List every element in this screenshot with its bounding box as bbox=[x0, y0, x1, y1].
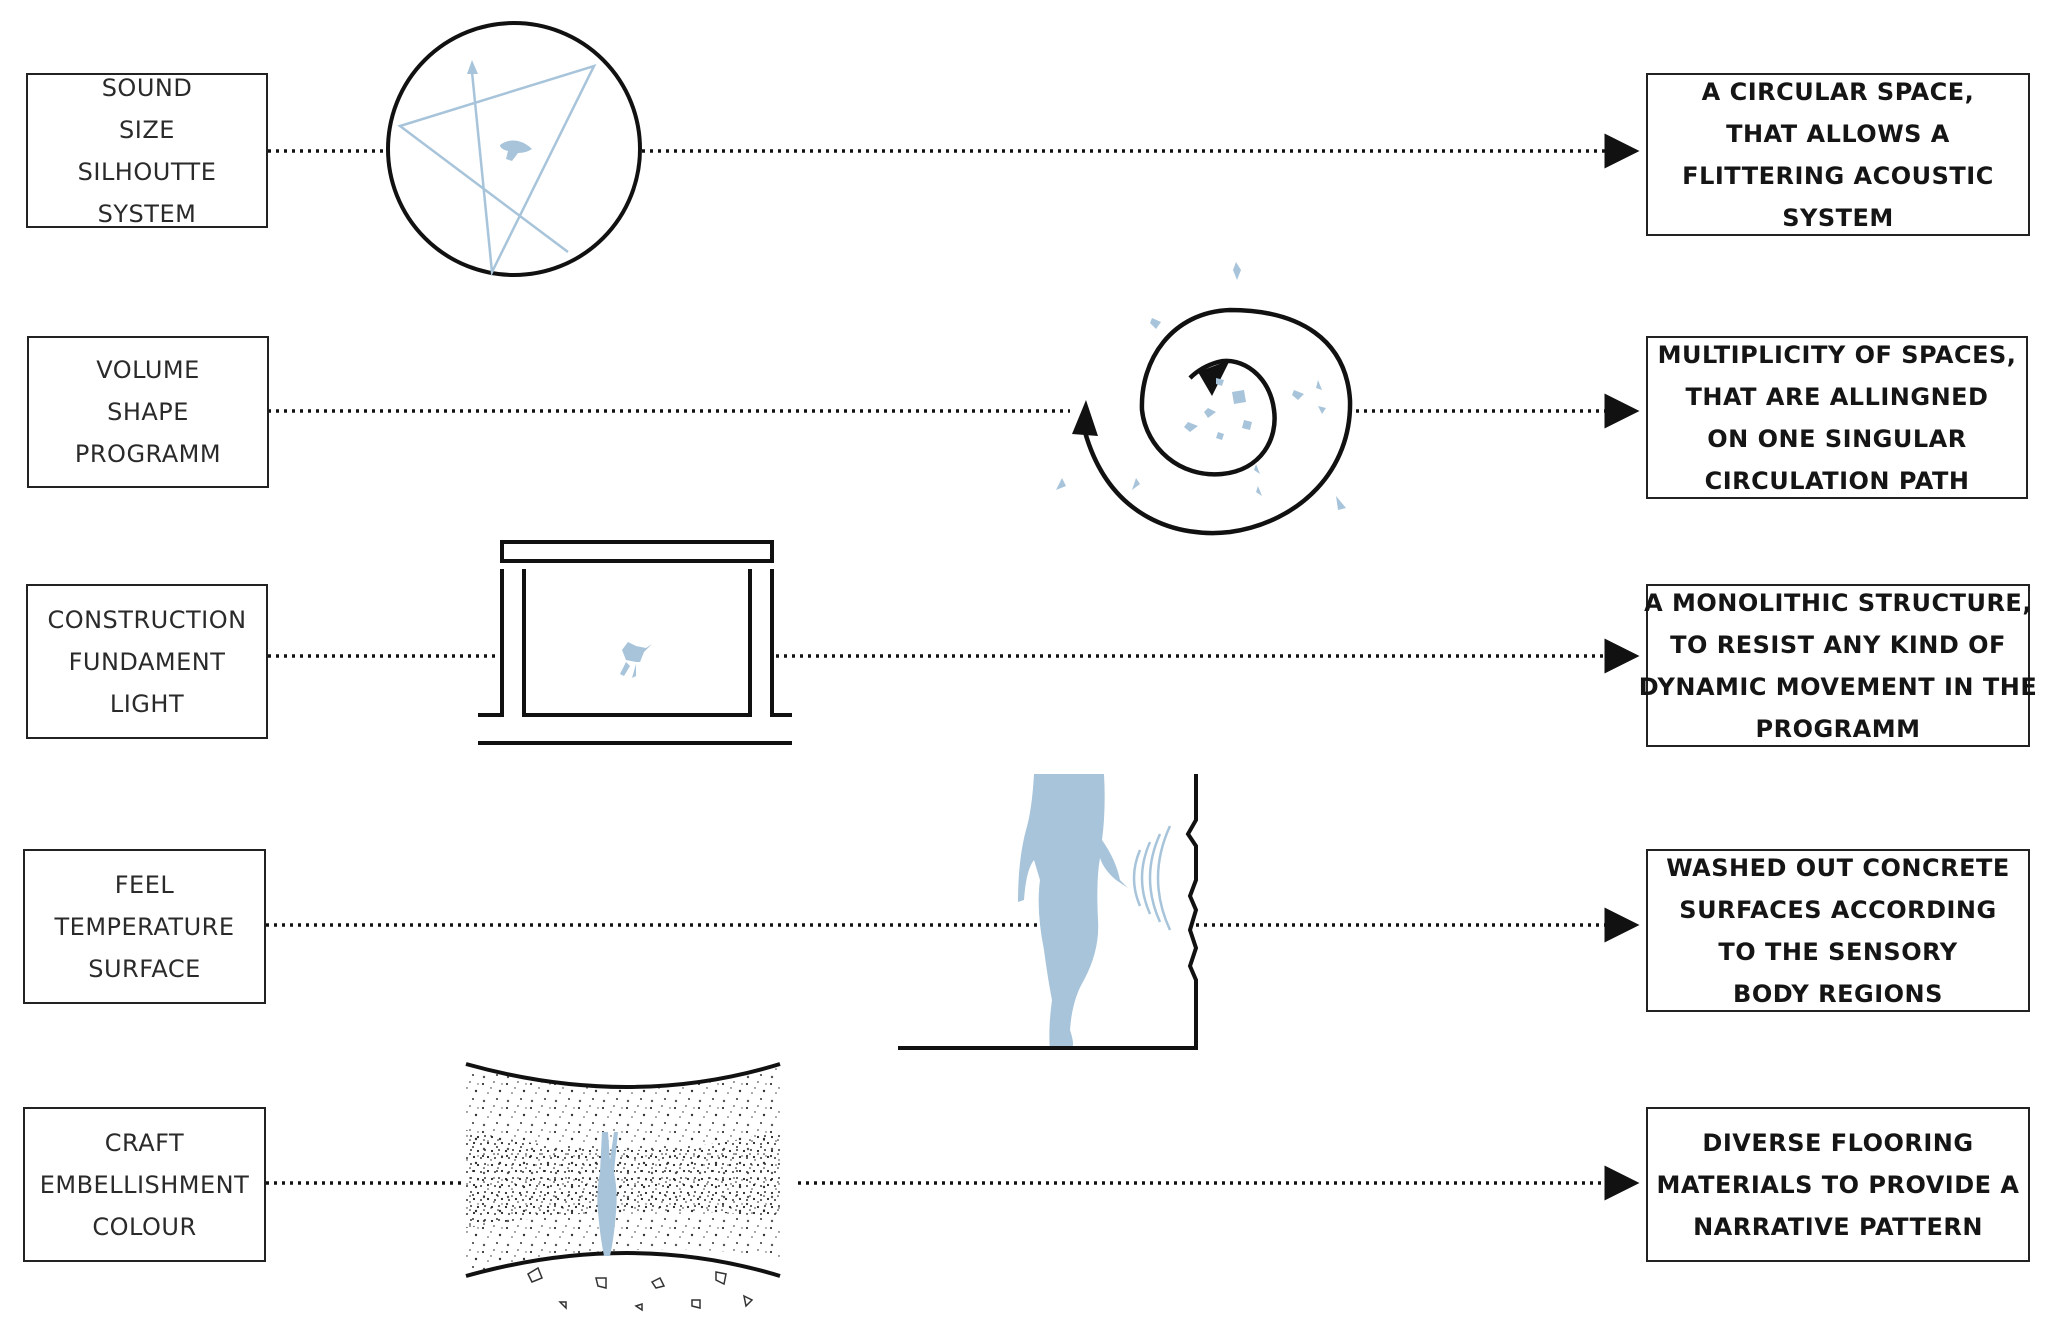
spiral-illustration bbox=[1056, 262, 1353, 536]
row2-description-line: CIRCULATION PATH bbox=[1704, 466, 1970, 495]
row2-label-box: VOLUME SHAPE PROGRAMM bbox=[27, 336, 269, 488]
row5-label-box: CRAFT EMBELLISHMENT COLOUR bbox=[23, 1107, 266, 1262]
row4-label-line: SURFACE bbox=[88, 954, 201, 983]
monolithic-structure-illustration bbox=[478, 540, 792, 745]
row5-label-line: COLOUR bbox=[92, 1212, 197, 1241]
row1-description-line: THAT ALLOWS A bbox=[1726, 119, 1950, 148]
row1-description-line: SYSTEM bbox=[1782, 203, 1894, 232]
row1-label-line: SOUND bbox=[101, 73, 193, 102]
row1-label-line: SYSTEM bbox=[97, 199, 197, 228]
row3-label-line: CONSTRUCTION bbox=[47, 605, 247, 634]
textured-space-illustration bbox=[465, 1062, 781, 1312]
row4-label-line: TEMPERATURE bbox=[54, 912, 235, 941]
row4-label-box: FEEL TEMPERATURE SURFACE bbox=[23, 849, 266, 1004]
row3-description-box: A MONOLITHIC STRUCTURE, TO RESIST ANY KI… bbox=[1639, 584, 2037, 747]
row3-label-box: CONSTRUCTION FUNDAMENT LIGHT bbox=[26, 584, 268, 739]
row2-description-line: ON ONE SINGULAR bbox=[1707, 424, 1967, 453]
row3-description-line: PROGRAMM bbox=[1755, 714, 1921, 743]
row5-label-line: CRAFT bbox=[104, 1128, 185, 1157]
row3-label-line: FUNDAMENT bbox=[68, 647, 226, 676]
row2-label-line: VOLUME bbox=[96, 356, 200, 384]
figure-wall-illustration bbox=[898, 774, 1199, 1050]
row2-description-line: MULTIPLICITY OF SPACES, bbox=[1657, 340, 2017, 369]
row4-label-line: FEEL bbox=[114, 870, 175, 899]
row4-description-line: SURFACES ACCORDING bbox=[1679, 895, 1997, 924]
row1-description-line: FLITTERING ACOUSTIC bbox=[1682, 161, 1994, 190]
row5-description-line: MATERIALS TO PROVIDE A bbox=[1656, 1170, 2020, 1199]
row4-description-box: WASHED OUT CONCRETE SURFACES ACCORDING T… bbox=[1646, 849, 2030, 1012]
row5-description-line: DIVERSE FLOORING bbox=[1702, 1128, 1974, 1157]
row3-label-line: LIGHT bbox=[109, 689, 185, 718]
row3-description-line: TO RESIST ANY KIND OF bbox=[1670, 630, 2006, 659]
row3-description-line: A MONOLITHIC STRUCTURE, bbox=[1644, 588, 2032, 617]
row1-label-line: SIZE bbox=[119, 115, 175, 144]
row4-description-line: BODY REGIONS bbox=[1733, 979, 1943, 1008]
row3-description-line: DYNAMIC MOVEMENT IN THE bbox=[1638, 672, 2038, 701]
row5-description-line: NARRATIVE PATTERN bbox=[1693, 1212, 1983, 1241]
row4-description-line: WASHED OUT CONCRETE bbox=[1666, 853, 2010, 882]
row5-label-line: EMBELLISHMENT bbox=[39, 1170, 250, 1199]
row2-label-line: PROGRAMM bbox=[74, 440, 222, 468]
row5-description-box: DIVERSE FLOORING MATERIALS TO PROVIDE A … bbox=[1646, 1107, 2030, 1262]
row1-label-line: SILHOUTTE bbox=[77, 157, 217, 186]
row2-label-line: SHAPE bbox=[107, 398, 189, 426]
row1-label-box: SOUND SIZE SILHOUTTE SYSTEM bbox=[26, 73, 268, 228]
row4-description-line: TO THE SENSORY bbox=[1718, 937, 1958, 966]
row1-description-box: A CIRCULAR SPACE, THAT ALLOWS A FLITTERI… bbox=[1646, 73, 2030, 236]
row1-description-line: A CIRCULAR SPACE, bbox=[1701, 77, 1975, 106]
acoustic-circle-illustration bbox=[386, 21, 642, 277]
row2-description-line: THAT ARE ALLINGNED bbox=[1685, 382, 1989, 411]
row2-description-box: MULTIPLICITY OF SPACES, THAT ARE ALLINGN… bbox=[1646, 336, 2028, 499]
